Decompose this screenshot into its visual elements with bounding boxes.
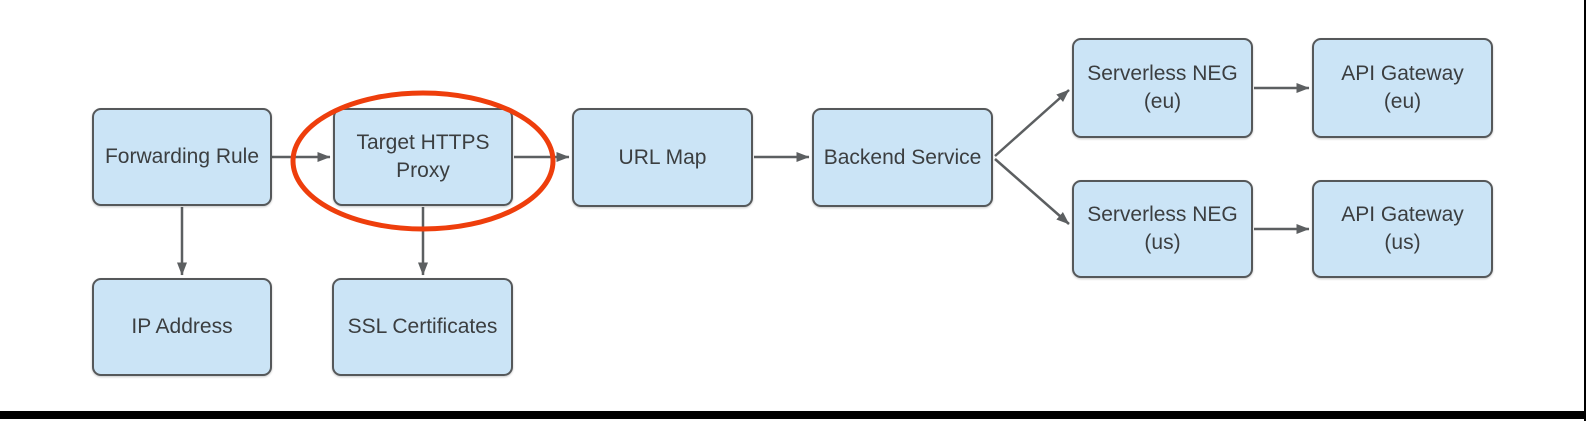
node-serverless-neg-eu: Serverless NEG (eu) xyxy=(1072,38,1253,138)
node-backend-service: Backend Service xyxy=(812,108,993,207)
node-ip-address: IP Address xyxy=(92,278,272,376)
node-target-https-proxy: Target HTTPS Proxy xyxy=(333,108,513,206)
node-forwarding-rule: Forwarding Rule xyxy=(92,108,272,206)
node-ssl-certificates: SSL Certificates xyxy=(332,278,513,376)
node-api-gateway-us: API Gateway (us) xyxy=(1312,180,1493,278)
node-serverless-neg-us: Serverless NEG (us) xyxy=(1072,180,1253,278)
bottom-border-bar xyxy=(0,411,1586,419)
right-border-line xyxy=(1584,0,1586,421)
node-url-map: URL Map xyxy=(572,108,753,207)
node-api-gateway-eu: API Gateway (eu) xyxy=(1312,38,1493,138)
